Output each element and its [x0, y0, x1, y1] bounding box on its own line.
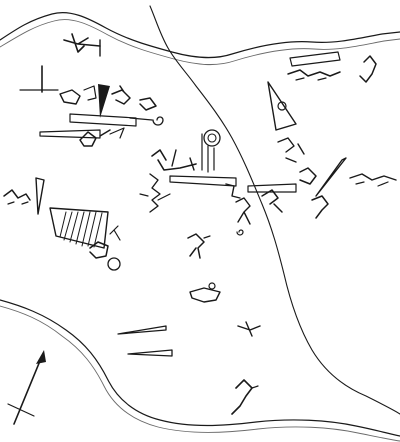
human-figure-icon: [225, 183, 241, 199]
animal-figure-icon: [89, 225, 121, 271]
trapezoid-glyph: [289, 51, 341, 67]
animal-figure-icon: [19, 65, 97, 105]
triangle-glyph: [127, 349, 173, 357]
bird-figure-icon: [63, 33, 101, 57]
bird-figure-icon: [359, 55, 377, 83]
animal-figure-icon: [231, 379, 259, 415]
mesa-ridge-outline: [149, 5, 400, 415]
triangle-glyph: [267, 81, 297, 131]
river-top: [0, 12, 400, 66]
triangle-glyph: [117, 325, 167, 335]
trapezoid-glyph: [169, 175, 237, 187]
spiral-glyph-icon: [236, 229, 244, 236]
bird-figure-icon: [111, 85, 157, 111]
animal-figure-icon: [277, 137, 305, 163]
hatched-trapezoid-glyph: [49, 207, 109, 249]
animal-figure-icon: [139, 173, 171, 213]
trapezoid-glyph: [39, 129, 101, 139]
human-figure-icon: [235, 197, 251, 225]
triangle-glyph: [98, 84, 110, 118]
north-arrow-icon: [7, 350, 46, 425]
trapezoid-glyph: [69, 113, 137, 127]
triangle-glyph: [315, 157, 347, 197]
animal-figure-icon: [79, 127, 125, 147]
animal-figure-icon: [261, 189, 329, 219]
spiral-glyph-icon: [201, 129, 221, 173]
triangle-glyph: [35, 177, 45, 215]
animal-figure-icon: [299, 167, 397, 187]
human-figure-icon: [189, 282, 221, 303]
animal-figure-icon: [3, 189, 31, 205]
trapezoid-glyph: [247, 183, 297, 193]
animal-figure-icon: [151, 149, 197, 171]
human-figure-icon: [187, 233, 211, 259]
animal-figure-icon: [287, 69, 341, 81]
bird-figure-icon: [237, 321, 261, 337]
river-bottom: [0, 299, 400, 442]
